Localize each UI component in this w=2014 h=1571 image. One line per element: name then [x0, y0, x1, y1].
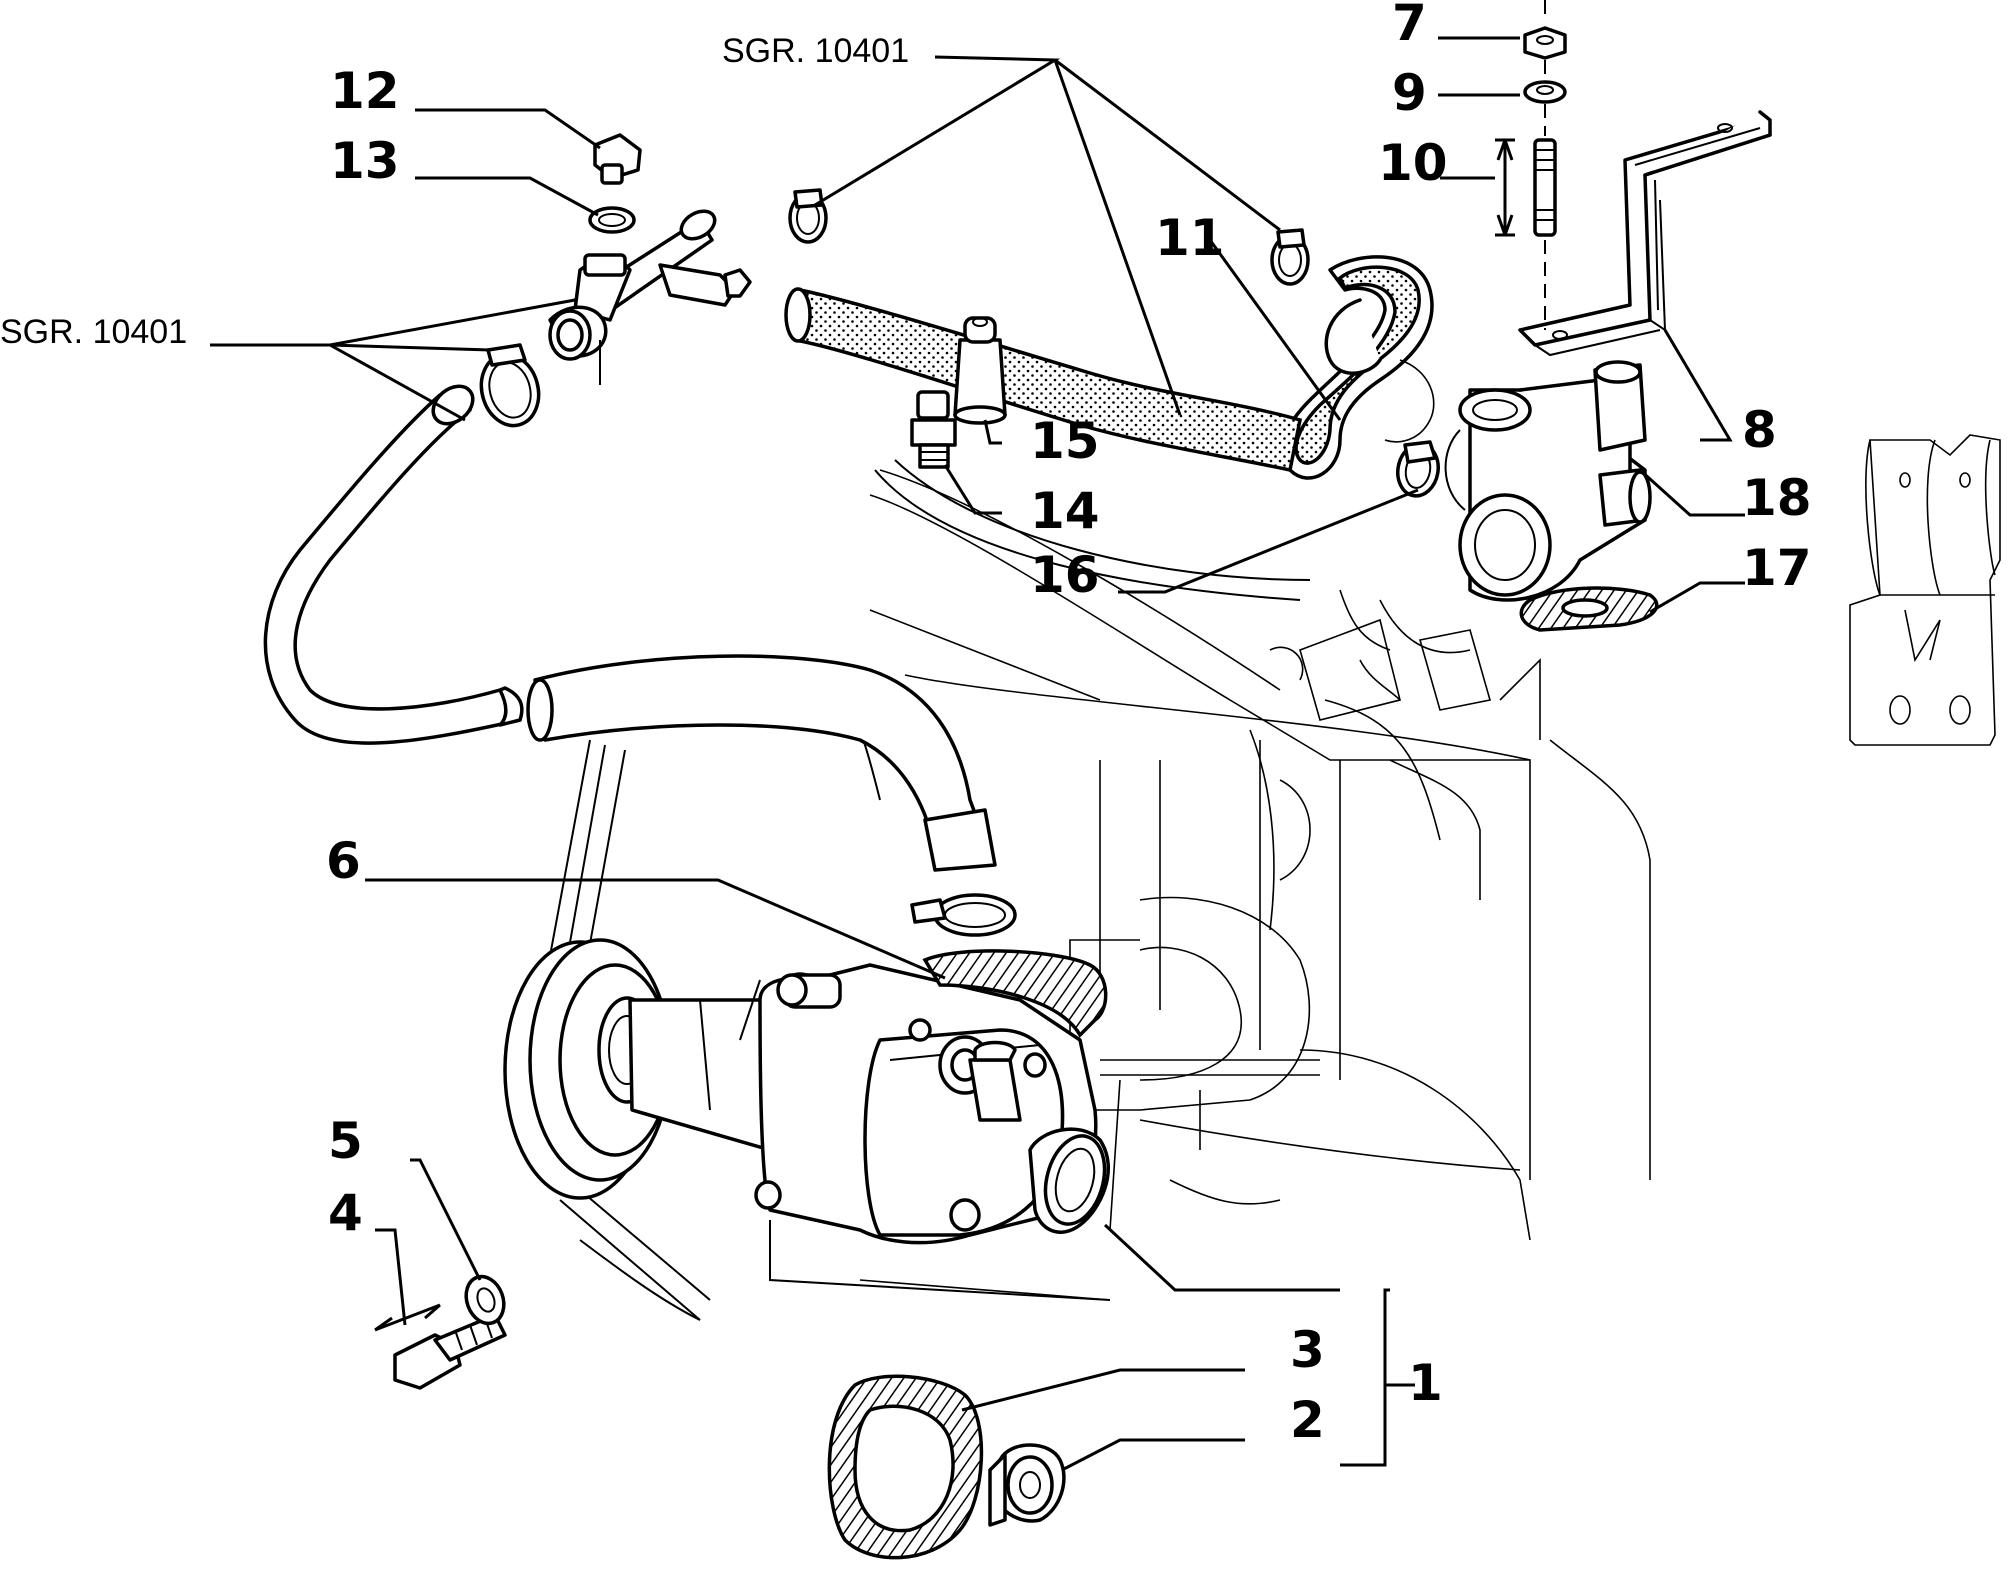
ref-label-top: SGR. 10401 [722, 32, 909, 70]
bleed-screw-12 [593, 133, 642, 185]
callout-10: 10 [1378, 134, 1448, 192]
callout-18: 18 [1742, 469, 1812, 527]
nut-7 [1523, 26, 1567, 60]
stud-10 [1533, 138, 1557, 237]
leader-lines [210, 36, 1745, 1472]
ref-label-left: SGR. 10401 [0, 313, 187, 351]
callout-8: 8 [1742, 401, 1777, 459]
callout-11: 11 [1155, 209, 1225, 267]
callout-2: 2 [1290, 1391, 1325, 1449]
callout-13: 13 [330, 132, 400, 190]
temperature-sensor-14 [910, 390, 957, 469]
water-pump-assembly [503, 938, 1111, 1301]
main-hose [263, 384, 997, 872]
callout-5: 5 [328, 1112, 363, 1170]
callout-14: 14 [1030, 482, 1100, 540]
callout-16: 16 [1030, 546, 1100, 604]
seal-13 [588, 206, 636, 234]
bracket-8 [1518, 110, 1772, 357]
water-outlet-18 [1444, 360, 1652, 602]
callout-15: 15 [1030, 412, 1100, 470]
callout-1: 1 [1408, 1354, 1443, 1412]
gasket-3 [827, 1374, 984, 1560]
washer-5 [464, 1274, 506, 1326]
gasket-17 [1519, 586, 1659, 632]
bolt-4 [393, 1313, 507, 1390]
hose-11 [1279, 255, 1435, 480]
callout-12: 12 [330, 62, 400, 120]
washer-9 [1523, 80, 1567, 104]
callout-7: 7 [1392, 0, 1427, 52]
callout-6: 6 [326, 832, 361, 890]
callout-3: 3 [1290, 1321, 1325, 1379]
callout-17: 17 [1742, 539, 1812, 597]
sensor-boot-15 [953, 316, 1007, 425]
impeller-2 [988, 1443, 1066, 1527]
mounting-plate [1849, 434, 2001, 746]
hose-clamps [479, 188, 1440, 937]
thermostat-pipe [548, 209, 752, 385]
callout-4: 4 [328, 1184, 363, 1242]
callout-9: 9 [1392, 64, 1427, 122]
